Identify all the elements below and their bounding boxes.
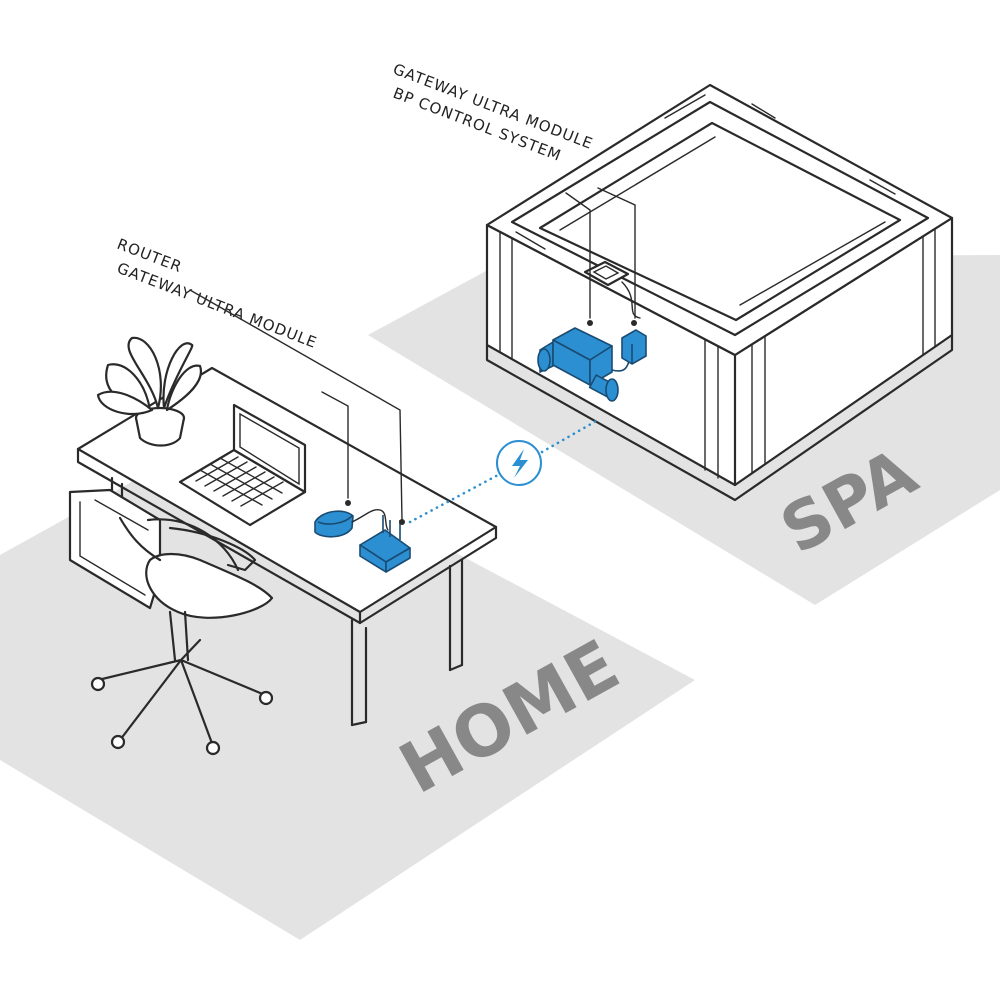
potted-plant [96,336,203,447]
laptop [178,403,307,527]
office-chair [68,488,274,756]
spa-control-system [537,327,633,402]
lightning-bolt-icon [496,440,542,486]
spa-gateway-module [621,329,647,365]
wireless-link [408,418,600,524]
home-gateway-module [314,508,389,538]
spa-tub [485,83,954,502]
